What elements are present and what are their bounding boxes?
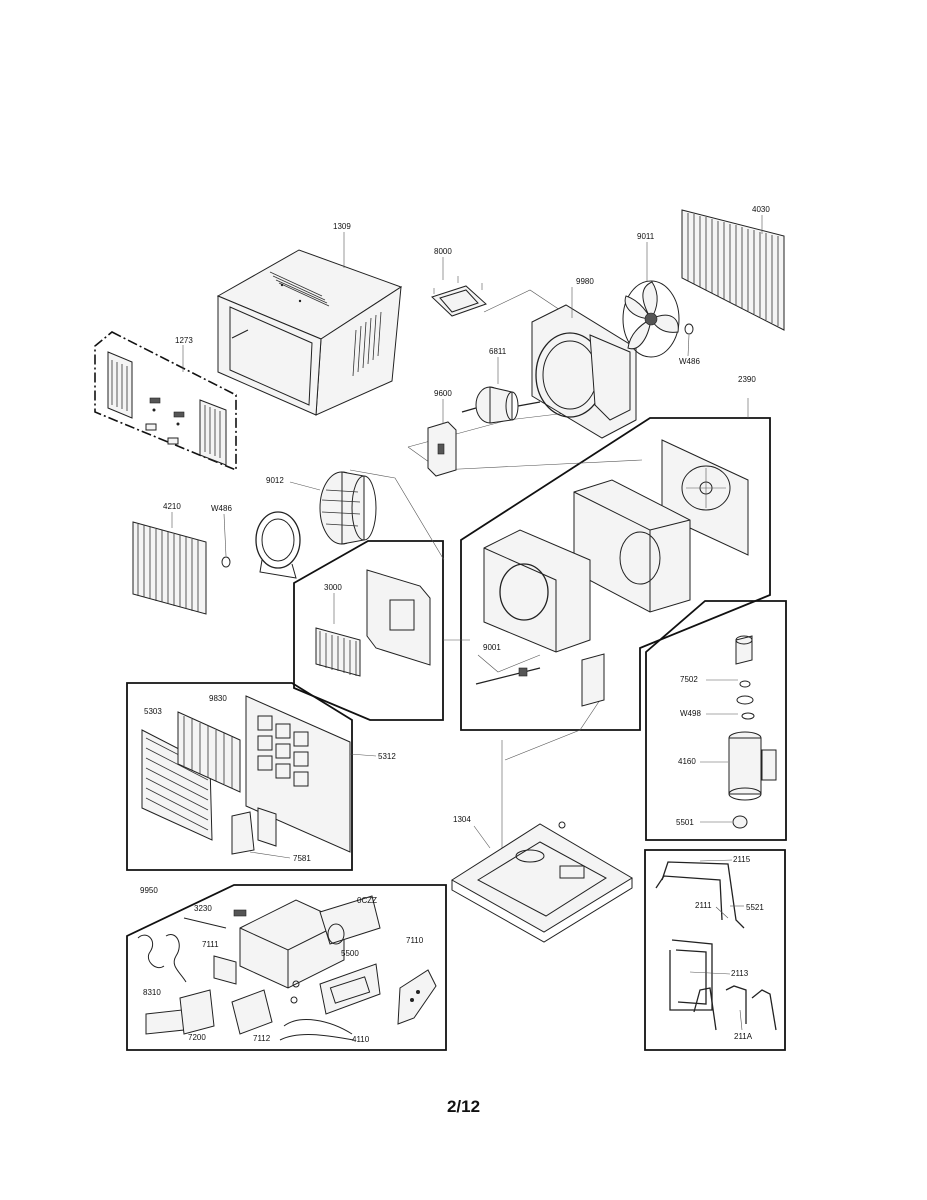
part-label: 1309	[333, 222, 351, 231]
group-outline-fan-shroud-2390	[460, 417, 771, 731]
part-label: 2115	[733, 855, 751, 864]
part-label: 2390	[738, 375, 756, 384]
group-outline-evaporator-3000	[293, 540, 444, 721]
part-label: 9011	[637, 232, 655, 241]
part-label: 5500	[341, 949, 359, 958]
part-label: 4110	[352, 1035, 370, 1044]
motor-6811	[461, 357, 541, 424]
control-cover-7581	[231, 807, 291, 859]
air-filter-9830	[177, 711, 241, 793]
blower-housing-ring	[255, 511, 301, 579]
compressor-4160	[700, 635, 777, 829]
part-label: 2111	[695, 901, 712, 910]
part-label: W486	[679, 357, 700, 366]
cabinet-1309	[216, 232, 403, 416]
base-shroud-2390	[483, 398, 749, 653]
washer-w486-top	[684, 323, 694, 357]
part-label: 7111	[202, 940, 219, 949]
motor-mount-9600	[427, 399, 457, 477]
group-outline-tubing	[644, 849, 786, 1051]
part-label: 5312	[378, 752, 396, 761]
page-number: 2/12	[446, 1097, 481, 1116]
part-label: W498	[680, 709, 701, 718]
refrigerant-tubing	[655, 859, 777, 1031]
part-label: 0CZZ	[357, 896, 377, 905]
control-box-parts	[137, 895, 437, 1041]
group-outline-front-panel	[126, 682, 353, 871]
part-label: 9830	[209, 694, 227, 703]
part-label: 7112	[253, 1034, 271, 1043]
evaporator-coil-4210	[132, 512, 207, 615]
part-label: 7200	[188, 1033, 206, 1042]
group-outline-control-box	[126, 884, 447, 1051]
part-label: 9980	[576, 277, 594, 286]
fan-shroud-9980	[531, 287, 637, 439]
part-labels: 1309 8000 9980 9011 4030 1273 6811 W486 …	[140, 205, 770, 1044]
part-label: 9600	[434, 389, 452, 398]
grille-parts-1273	[107, 345, 227, 466]
part-label: 1273	[175, 336, 193, 345]
part-label: 9950	[140, 886, 158, 895]
part-label: 8310	[143, 988, 161, 997]
blower-wheel-9012	[289, 471, 377, 545]
washer-w486-left	[221, 513, 231, 568]
part-label: 5521	[746, 903, 764, 912]
part-label: 4210	[163, 502, 181, 511]
fan-blade-9011	[622, 242, 680, 358]
part-label: 1304	[453, 815, 471, 824]
part-label: 9001	[483, 643, 501, 652]
part-label: 6811	[489, 347, 507, 356]
group-outline-grille-1273	[94, 331, 237, 472]
part-label: 4160	[678, 757, 696, 766]
part-label: 5303	[144, 707, 162, 716]
part-label: 3000	[324, 583, 342, 592]
part-label: 7581	[293, 854, 311, 863]
part-label: 7110	[406, 936, 424, 945]
condenser-coil-4030	[681, 209, 785, 331]
bracket-8000	[431, 257, 487, 317]
shaft-9001	[475, 653, 605, 707]
group-outline-compressor	[645, 600, 787, 841]
base-pan-1304	[451, 821, 633, 943]
part-label: 3230	[194, 904, 212, 913]
part-label: 211A	[734, 1032, 753, 1041]
evaporator-frame-3000	[315, 569, 431, 677]
part-label: 2113	[731, 969, 749, 978]
part-label: 7502	[680, 675, 698, 684]
part-label: W486	[211, 504, 232, 513]
part-label: 8000	[434, 247, 452, 256]
part-label: 5501	[676, 818, 694, 827]
part-label: 4030	[752, 205, 770, 214]
part-label: 9012	[266, 476, 284, 485]
